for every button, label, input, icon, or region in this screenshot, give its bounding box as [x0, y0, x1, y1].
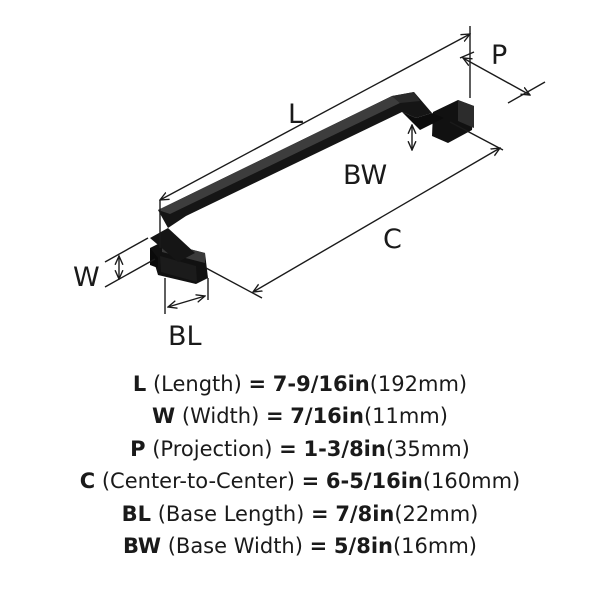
cabinet-pull-illustration: [150, 92, 474, 284]
dimension-specs-list: L (Length) = 7-9/16in(192mm) W (Width) =…: [0, 368, 600, 562]
length-dimension-line: [160, 34, 470, 200]
spec-metric-value: (35mm): [385, 436, 470, 461]
spec-equals: =: [301, 469, 320, 494]
base-length-dimension-line: [168, 296, 205, 307]
label-length: L: [288, 99, 303, 130]
center-extension-right: [449, 121, 504, 151]
projection-extension-top: [459, 51, 475, 59]
spec-base-length: BL (Base Length) = 7/8in(22mm): [0, 498, 600, 530]
spec-name: (Base Length): [157, 501, 305, 526]
spec-abbr: P: [130, 436, 146, 461]
spec-equals: =: [279, 436, 297, 461]
spec-metric-value: (11mm): [363, 404, 448, 429]
spec-name: (Length): [152, 372, 242, 396]
width-extension-top: [104, 237, 149, 263]
center-extension-left: [205, 267, 263, 299]
spec-abbr: BL: [121, 501, 151, 526]
dimension-lines: [104, 26, 546, 314]
spec-metric-value: (192mm): [369, 372, 468, 396]
projection-dimension-line: [463, 58, 530, 95]
spec-abbr: BW: [123, 534, 162, 559]
label-base-width: BW: [343, 160, 387, 191]
spec-imperial-value: 1-3/8in: [303, 436, 386, 461]
spec-abbr: L: [132, 372, 147, 396]
spec-imperial-value: 6-5/16in: [325, 469, 423, 494]
spec-metric-value: (16mm): [392, 534, 477, 559]
spec-name: (Base Width): [167, 534, 303, 559]
spec-imperial-value: 7/16in: [290, 404, 364, 429]
spec-projection: P (Projection) = 1-3/8in(35mm): [0, 433, 600, 465]
spec-width: W (Width) = 7/16in(11mm): [0, 400, 600, 432]
left-leg: [150, 228, 195, 262]
label-center-to-center: C: [383, 224, 402, 255]
width-extension-bottom: [104, 258, 156, 288]
spec-abbr: C: [79, 469, 96, 494]
label-projection: P: [491, 40, 507, 71]
spec-equals: =: [265, 404, 284, 429]
center-dimension-line: [253, 148, 500, 292]
spec-name: (Center-to-Center): [101, 469, 295, 494]
label-width: W: [73, 262, 100, 293]
spec-imperial-value: 5/8in: [333, 534, 393, 559]
spec-metric-value: (22mm): [394, 501, 479, 526]
spec-imperial-value: 7-9/16in: [272, 372, 370, 396]
spec-name: (Width): [181, 404, 260, 429]
spec-equals: =: [309, 534, 328, 559]
spec-name: (Projection): [152, 436, 273, 461]
spec-base-width: BW (Base Width) = 5/8in(16mm): [0, 530, 600, 562]
spec-equals: =: [311, 501, 329, 526]
spec-equals: =: [248, 372, 267, 396]
spec-length: L (Length) = 7-9/16in(192mm): [0, 368, 600, 400]
label-base-length: BL: [168, 321, 202, 352]
handle-dimension-diagram: L P BW C W BL: [73, 26, 546, 352]
spec-metric-value: (160mm): [422, 469, 521, 494]
spec-imperial-value: 7/8in: [335, 501, 395, 526]
spec-center-to-center: C (Center-to-Center) = 6-5/16in(160mm): [0, 465, 600, 497]
spec-abbr: W: [152, 404, 176, 429]
